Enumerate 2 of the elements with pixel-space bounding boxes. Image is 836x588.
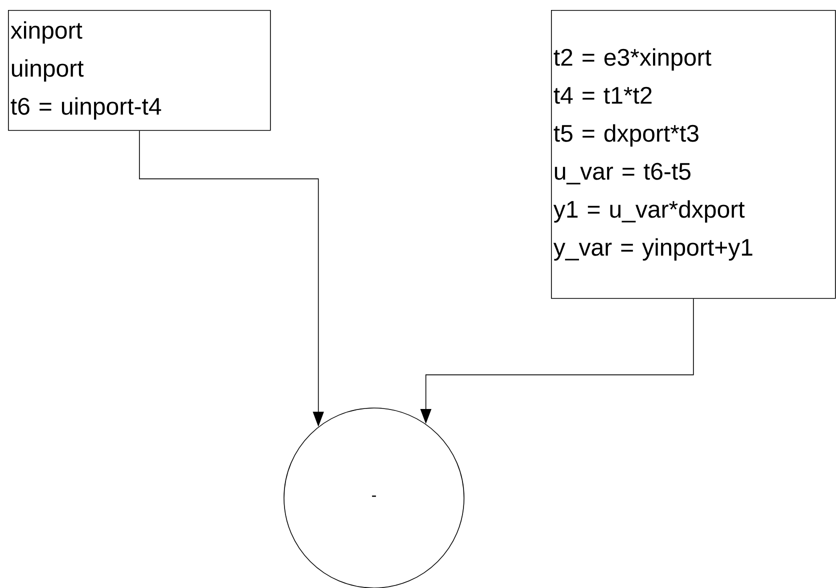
code-box: t2 = e3*xinport t4 = t1*t2 t5 = dxport*t3 u_var = t6-t5 y1 = u_var*dxport y_var = yinport+y1 [551,10,836,299]
code-box: xinport uinport t6 = uinport-t4 [8,10,271,131]
